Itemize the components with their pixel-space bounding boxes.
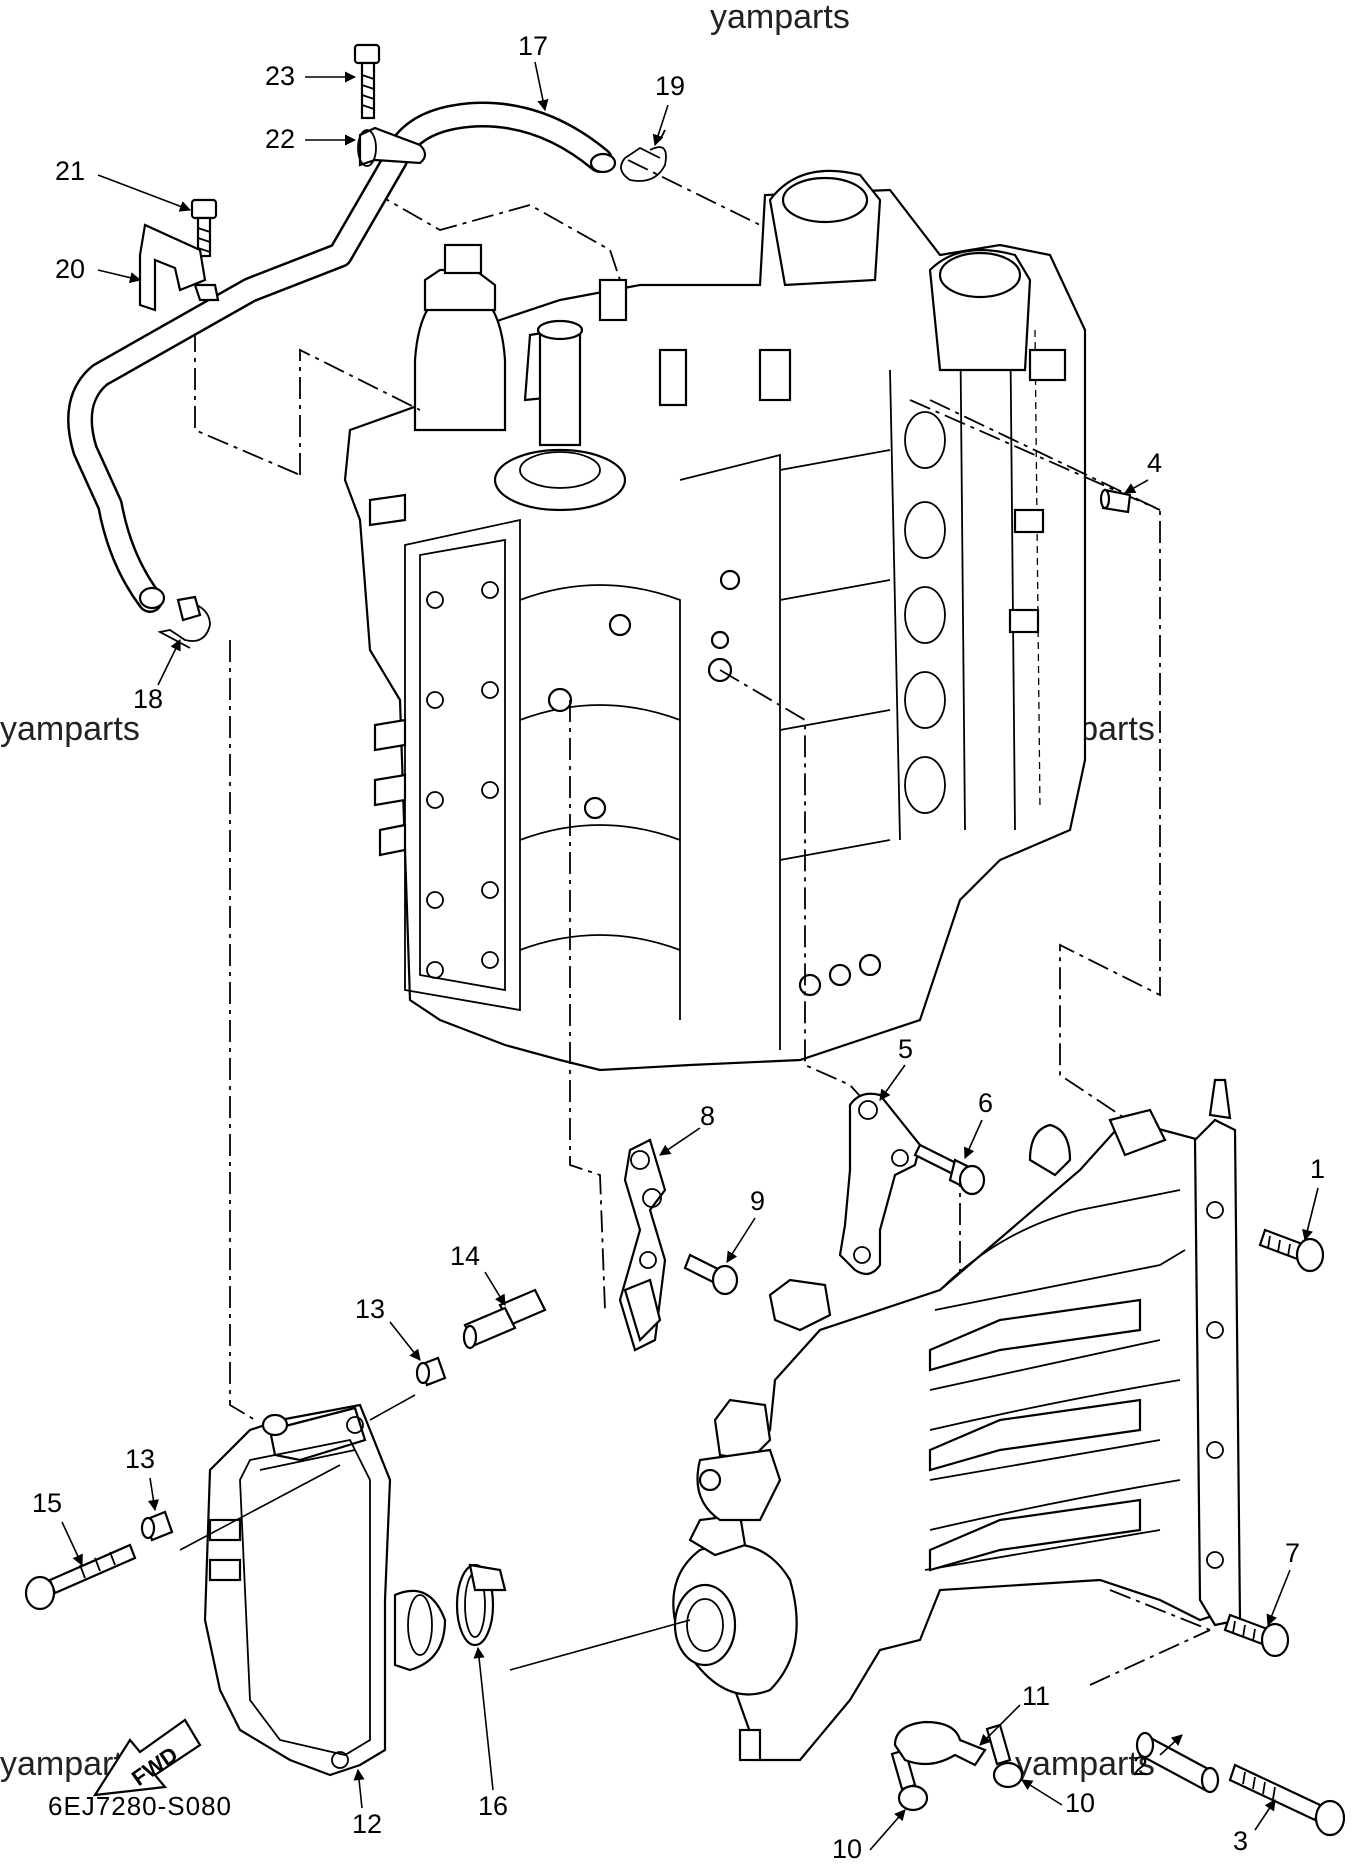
- part-8-bracket: [618, 1138, 667, 1352]
- part-13-grommet-b: [140, 1510, 174, 1542]
- callout-11: 11: [1022, 1681, 1050, 1711]
- part-18-clip: [157, 595, 211, 649]
- watermark-top: yamparts: [710, 0, 850, 36]
- part-21-bolt: [190, 198, 218, 258]
- part-20-bracket: [138, 223, 220, 312]
- callout-5: 5: [898, 1034, 913, 1064]
- callout-10a: 10: [1065, 1788, 1095, 1818]
- callout-8: 8: [700, 1101, 715, 1131]
- part-16-clamp: [455, 1563, 507, 1647]
- intake-manifold: [672, 1078, 1242, 1762]
- callout-1: 1: [1310, 1154, 1325, 1184]
- engine-block: [343, 169, 1087, 1072]
- callout-15: 15: [32, 1488, 62, 1518]
- part-19-clip: [620, 129, 667, 182]
- callout-9: 9: [750, 1186, 765, 1216]
- fwd-arrow: FWD: [92, 1718, 202, 1797]
- part-11-clamp: [893, 1720, 987, 1767]
- diagram-code: 6EJ7280-S080: [48, 1791, 232, 1821]
- part-1-bolt: [1258, 1228, 1325, 1273]
- callout-17: 17: [518, 31, 548, 61]
- block-ports: [904, 411, 946, 814]
- hose-17: [67, 101, 617, 613]
- callout-13a: 13: [355, 1294, 385, 1324]
- part-7-bolt: [1223, 1613, 1290, 1658]
- part-10-bolt-b: [890, 1748, 929, 1812]
- callout-2: 2: [1133, 1751, 1148, 1781]
- callouts: 1 2 3 4 5 6 7 8 9 10 10 11 12: [32, 31, 1325, 1864]
- callout-14: 14: [450, 1241, 480, 1271]
- part-23-bolt: [353, 43, 381, 120]
- part-12-silencer: [203, 1403, 447, 1777]
- watermark-bottom-right: yamparts: [1015, 1745, 1155, 1783]
- part-5-bracket: [838, 1092, 922, 1276]
- callout-21: 21: [55, 156, 85, 186]
- part-6-bolt: [913, 1143, 986, 1196]
- part-14-tube: [462, 1288, 547, 1350]
- callout-4: 4: [1147, 448, 1162, 478]
- part-13-grommet-a: [415, 1356, 447, 1387]
- callout-13b: 13: [125, 1444, 155, 1474]
- callout-3: 3: [1233, 1826, 1248, 1856]
- callout-7: 7: [1285, 1538, 1300, 1568]
- callout-19: 19: [655, 71, 685, 101]
- part-9-bolt: [683, 1253, 739, 1296]
- part-10-bolt-a: [985, 1723, 1024, 1789]
- callout-12: 12: [352, 1809, 382, 1839]
- block-bolt-holes: [426, 581, 499, 979]
- callout-16: 16: [478, 1791, 508, 1821]
- callout-22: 22: [265, 124, 295, 154]
- callout-23: 23: [265, 61, 295, 91]
- part-3-bolt: [1228, 1763, 1346, 1837]
- part-22-clamp: [357, 126, 427, 167]
- part-15-bolt: [24, 1543, 137, 1611]
- watermark-left: yamparts: [0, 710, 140, 748]
- callout-6: 6: [978, 1088, 993, 1118]
- callout-20: 20: [55, 254, 85, 284]
- callout-18: 18: [133, 684, 163, 714]
- part-2-sleeve: [1135, 1731, 1220, 1794]
- callout-10b: 10: [832, 1834, 862, 1864]
- part-4-dowel: [1099, 488, 1132, 514]
